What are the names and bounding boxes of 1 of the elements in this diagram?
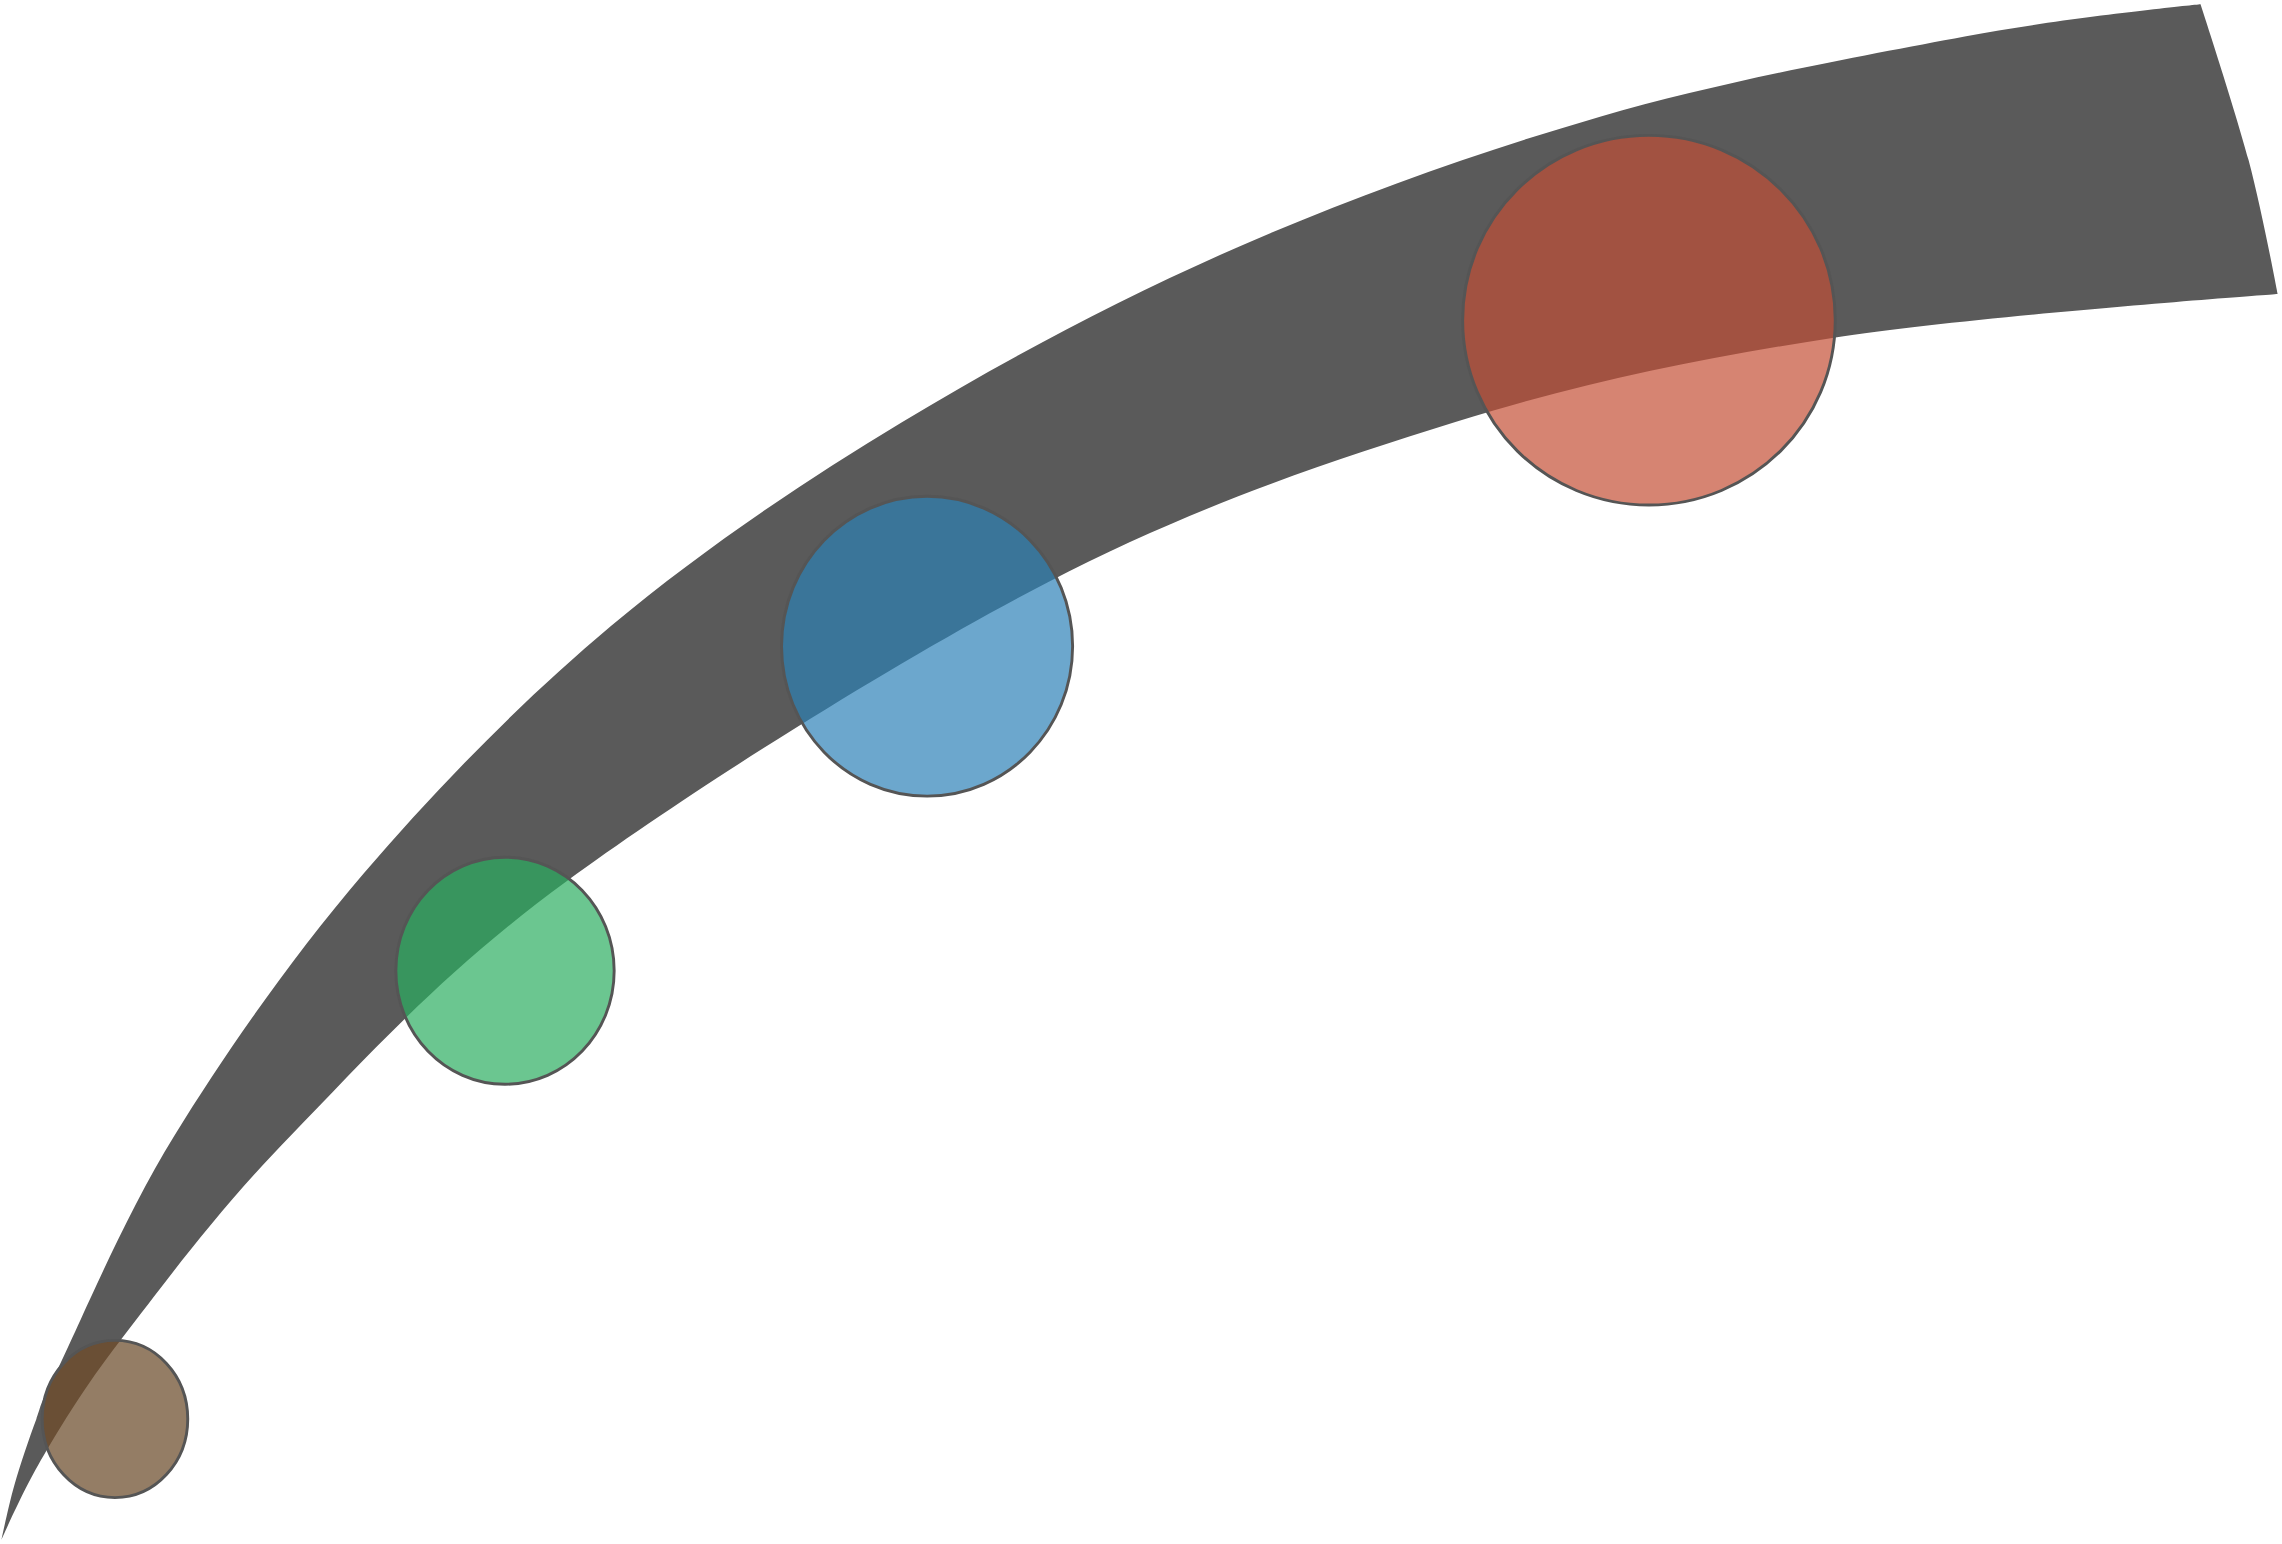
circle [1461,133,1837,507]
